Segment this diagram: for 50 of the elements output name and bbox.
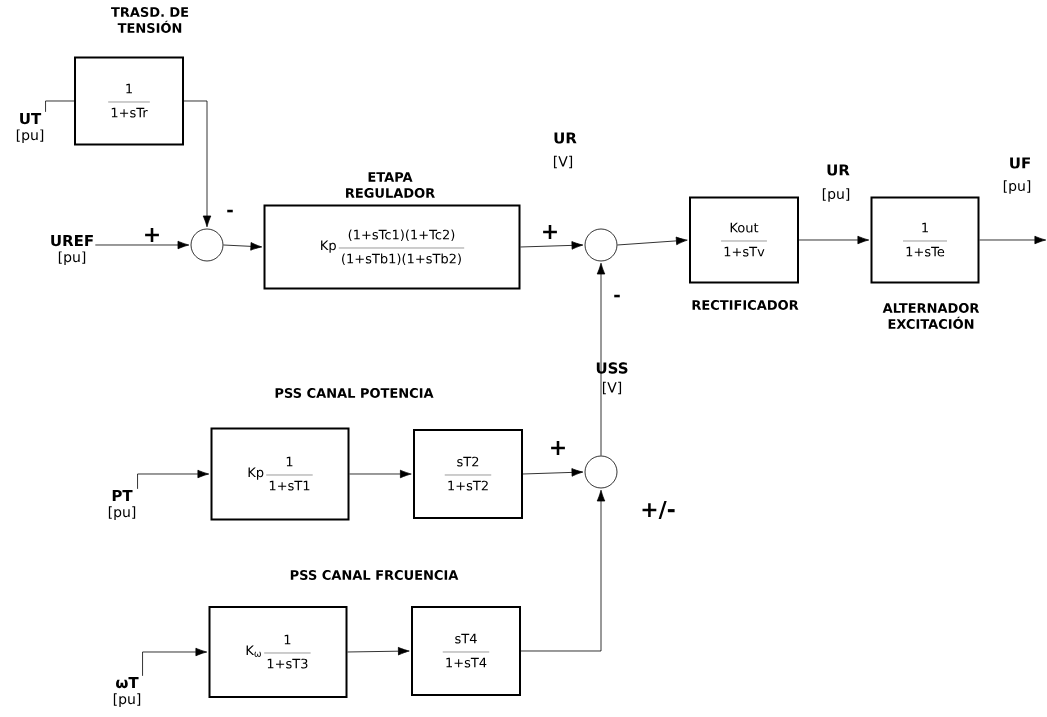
- arrow: [223, 242, 263, 251]
- sign-label: +: [145, 228, 159, 242]
- transfer-function-box: 1 1+sTr: [74, 56, 184, 146]
- transfer-function-box: sT4 1+sT4: [411, 606, 521, 696]
- arrow: [798, 235, 870, 245]
- summing-junction: [584, 228, 618, 262]
- transfer-function-box: Kp 1 1+sT1: [210, 427, 350, 521]
- arrow: [617, 236, 688, 246]
- unit-label: [pu]: [1003, 180, 1031, 194]
- block-title: PSS CANAL FRCUENCIA: [290, 570, 459, 580]
- arrow: [520, 241, 584, 250]
- unit-label: [V]: [553, 155, 573, 169]
- arrow: [522, 468, 584, 477]
- block-title: RECTIFICADOR: [692, 300, 799, 310]
- signal-label: UREF [pu]: [51, 235, 93, 265]
- arrow: [520, 489, 606, 652]
- sign-label: -: [614, 294, 620, 298]
- arrow: [137, 469, 210, 490]
- signal-label: UR: [827, 164, 850, 176]
- block-title: ETAPA REGULADOR: [346, 172, 435, 198]
- unit-label: [pu]: [822, 188, 850, 202]
- arrow: [347, 646, 410, 656]
- sign-label: +: [551, 441, 565, 455]
- signal-label: ωT [pu]: [113, 677, 141, 707]
- summing-junction: [584, 455, 618, 489]
- signal-label: UT [pu]: [16, 113, 44, 143]
- arrow: [349, 469, 412, 479]
- block-title: ALTERNADOR EXCITACIÓN: [882, 303, 980, 329]
- sign-label: +: [543, 225, 557, 239]
- summing-junction: [190, 228, 224, 262]
- transfer-function-box: Kp (1+sTc1)(1+Tc2) (1+sTb1)(1+sTb2): [263, 204, 521, 290]
- block-title: TRASD. DE TENSIÓN: [111, 7, 189, 33]
- sign-label: -: [227, 209, 233, 213]
- arrow: [183, 100, 212, 228]
- unit-label: [V]: [602, 381, 622, 395]
- arrow: [979, 235, 1047, 245]
- signal-label: PT [pu]: [108, 490, 136, 520]
- transfer-function-box: sT2 1+sT2: [413, 429, 523, 519]
- block-title: PSS CANAL POTENCIA: [275, 388, 434, 398]
- signal-label: UF: [1010, 157, 1030, 169]
- transfer-function-box: 1 1+sTe: [870, 196, 980, 284]
- sign-label: +/-: [642, 500, 675, 520]
- arrow: [94, 240, 190, 250]
- signal-label: UR: [554, 132, 577, 144]
- arrow: [142, 647, 208, 677]
- arrow: [596, 262, 606, 456]
- transfer-function-box: Kout 1+sTv: [689, 196, 799, 284]
- connector-line: [45, 100, 75, 113]
- signal-label: USS: [596, 362, 628, 374]
- transfer-function-box: K$_{ω}$ 1 1+sT3: [208, 606, 348, 698]
